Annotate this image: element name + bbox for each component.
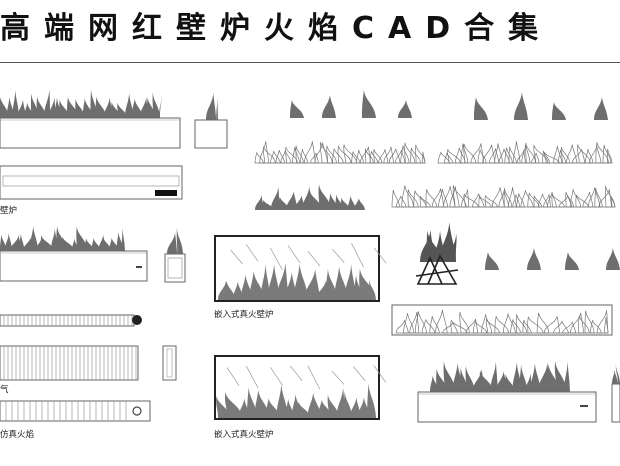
label-embedded-fireplace-2: 嵌入式真火壁炉 [214,430,274,440]
imitation-flame-unit [0,400,151,422]
page-title: 高端网红壁炉火焰CAD合集 [0,11,553,46]
solid-flame-strip [255,184,365,210]
small-flame-samples [485,248,620,270]
embedded-fireplace-2 [214,355,387,420]
outline-flame-strip-3 [391,185,616,208]
label-embedded-fireplace-1: 嵌入式真火壁炉 [214,310,274,320]
long-fireplace-top [0,88,181,149]
side-view-fireplace [164,227,186,283]
label-humidifier-partial: 气 [0,385,9,395]
flame-samples-row [290,90,608,120]
outline-flame-strip-2 [437,141,613,164]
outline-flame-strip-1 [254,141,426,164]
label-fireplace-partial: 壁炉 [0,206,18,216]
panel-fireplace [0,165,183,200]
campfire-logs [415,221,459,285]
small-fireplace-box [194,93,228,149]
bottom-right-edge-unit [611,363,620,423]
bottom-right-fireplace [417,360,597,423]
vertical-slat-fireplace [0,345,177,381]
embedded-fireplace-1 [214,235,387,302]
grill-bar-fireplace [0,314,142,327]
tray-outline-flames [391,304,613,336]
label-imitation-flame-partial: 仿真火焰 [0,430,35,440]
title-divider [0,62,620,63]
water-vapor-fireplace [0,225,148,282]
